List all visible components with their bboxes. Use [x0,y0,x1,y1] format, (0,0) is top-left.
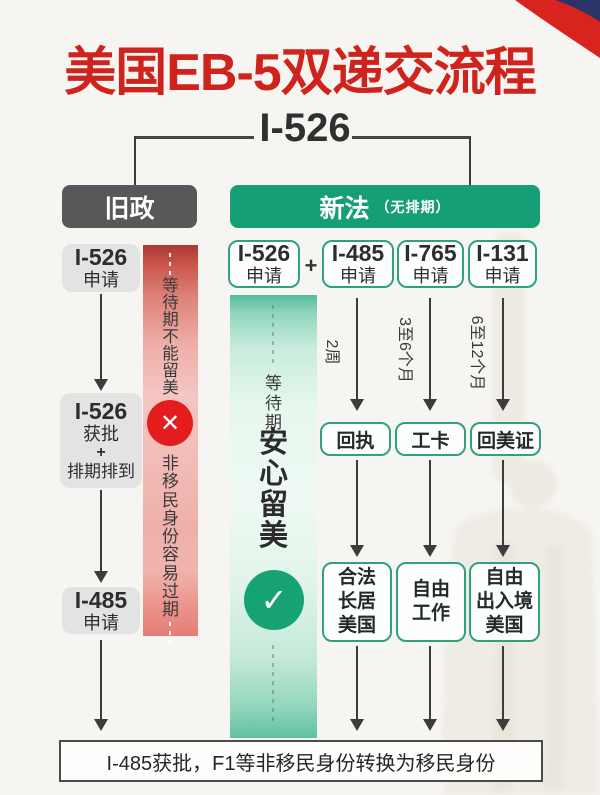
old-approval-label: 获批 [83,424,119,444]
new-app-i526-code: I-526 [237,240,291,266]
arrowhead [94,571,108,583]
benefit-line: 长居 [337,591,376,612]
new-policy-header: 新法 （无排期） [230,185,540,228]
old-policy-header-label: 旧政 [104,194,155,223]
arrowhead [350,399,364,411]
flow-line [429,298,431,400]
new-policy-header-label: 新法 [319,194,370,223]
doc-box-receipt: 回执 [320,422,391,456]
bracket-label: I-526 [259,106,351,150]
benefit-line: 美国 [485,615,524,636]
arrowhead [350,719,364,731]
new-app-i485: I-485 申请 [322,240,394,288]
new-app-i526-label: 申请 [246,266,282,286]
old-band-bottom-text: 非移民身份容易过期 [162,454,179,620]
arrowhead [423,399,437,411]
old-step-i526-code: I-526 [74,244,128,270]
old-step-i485-code: I-485 [74,586,128,613]
benefit-line: 工作 [411,603,450,624]
new-app-i765-label: 申请 [412,266,449,286]
arrowhead [496,719,510,731]
new-app-i131-code: I-131 [476,240,529,266]
dashed-line [169,622,171,644]
flow-line [356,298,358,400]
old-approval-code: I-526 [74,398,128,424]
doc-box-work-card: 工卡 [395,422,466,456]
old-priority-date-label: 排期排到 [67,462,135,481]
duration-label-2weeks: 2周 [323,339,340,365]
footer-result-text: I-485获批，F1等非移民身份转换为移民身份 [106,752,496,775]
doc-work-card-label: 工卡 [411,430,450,452]
new-app-i131: I-131 申请 [468,240,537,288]
arrowhead [496,545,510,557]
footer-result-box: I-485获批，F1等非移民身份转换为移民身份 [59,740,543,782]
plus-sign: + [304,253,318,278]
dashed-line [272,305,274,363]
flow-line [100,640,102,720]
new-app-i485-label: 申请 [340,266,376,286]
new-app-i526: I-526 申请 [228,240,300,288]
duration-label-6to12months: 6至12个月 [468,315,485,391]
bracket-line-right [352,136,470,139]
flow-line [356,460,358,546]
old-policy-header: 旧政 [62,185,197,228]
arrowhead [350,545,364,557]
doc-advance-parole-label: 回美证 [476,430,534,452]
old-step-approval: I-526 获批 + 排期排到 [60,393,142,488]
arrowhead [496,399,510,411]
doc-box-advance-parole: 回美证 [470,422,541,456]
arrowhead [94,719,108,731]
new-app-i485-code: I-485 [331,240,385,266]
flow-line [429,646,431,720]
arrowhead [423,719,437,731]
doc-receipt-label: 回执 [336,430,375,452]
benefit-line: 自由 [485,567,524,588]
old-step-i526-label: 申请 [83,270,119,290]
benefit-box-legal-residence: 合法 长居 美国 [322,562,392,642]
arrowhead [423,545,437,557]
new-app-i765: I-765 申请 [397,240,464,288]
plus-sign: + [96,444,106,461]
new-policy-header-note: （无排期） [375,198,451,215]
new-waiting-band: 等待期 安心留美 ✓ [230,295,317,738]
new-band-large-text: 安心留美 [258,427,288,552]
flow-line [100,294,102,380]
benefit-line: 自由 [411,579,450,600]
dashed-line [272,645,274,725]
dashed-line [169,253,171,279]
page-title: 美国EB-5双递交流程 [64,44,536,102]
new-band-small-text: 等待期 [265,374,282,432]
flow-line [502,298,504,400]
old-waiting-band: 等待期不能留美 ✕ 非移民身份容易过期 [143,245,198,644]
benefit-line: 出入境 [475,591,533,612]
arrowhead [94,379,108,391]
flow-line [429,460,431,546]
old-step-i526-application: I-526 申请 [62,244,140,292]
flow-line [502,646,504,720]
benefit-line: 美国 [337,615,376,636]
x-icon: ✕ [147,400,193,446]
statue-of-liberty-background [442,232,600,795]
benefit-box-free-travel: 自由 出入境 美国 [469,562,540,642]
ribbon-decoration [515,0,600,58]
duration-label-3to6months: 3至6个月 [396,317,413,383]
old-step-i485-label: 申请 [83,612,119,633]
bracket-line-left [135,136,254,139]
flow-line [356,646,358,720]
flow-line [100,490,102,572]
bracket-drop-left [134,136,136,187]
check-icon: ✓ [244,570,304,630]
old-band-top-text: 等待期不能留美 [162,277,179,397]
new-app-i765-code: I-765 [404,240,457,266]
benefit-line: 合法 [337,567,376,588]
new-app-i131-label: 申请 [484,266,521,286]
bracket-drop-right [469,136,471,187]
flow-line [502,460,504,546]
old-step-i485-application: I-485 申请 [62,587,140,634]
benefit-box-free-work: 自由 工作 [396,562,466,642]
